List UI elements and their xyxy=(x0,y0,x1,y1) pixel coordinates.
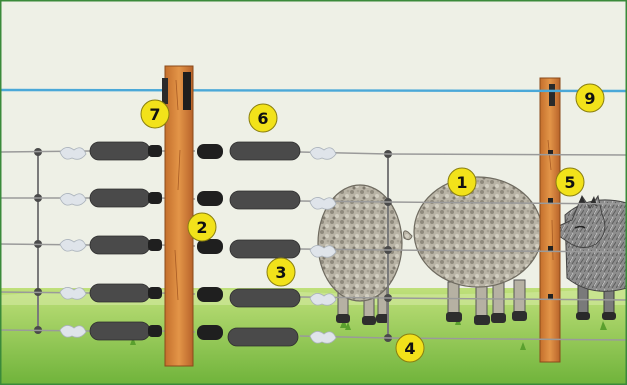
marker-7: 7 xyxy=(140,99,170,129)
right-fence-post xyxy=(539,77,561,363)
left-insulators xyxy=(59,141,162,341)
marker-4-label: 4 xyxy=(404,339,415,358)
marker-9-label: 9 xyxy=(584,89,595,108)
marker-2: 2 xyxy=(187,212,217,242)
marker-1-label: 1 xyxy=(456,173,467,192)
marker-7-label: 7 xyxy=(149,105,160,124)
marker-5-label: 5 xyxy=(564,173,575,192)
wolf xyxy=(548,194,627,320)
marker-3-label: 3 xyxy=(275,263,286,282)
sheep-back xyxy=(317,184,403,325)
marker-6-label: 6 xyxy=(257,109,268,128)
marker-6: 6 xyxy=(248,103,278,133)
main-fence-post xyxy=(162,65,194,367)
right-insulators xyxy=(197,141,337,347)
sheep-front xyxy=(403,176,543,325)
marker-1: 1 xyxy=(447,167,477,197)
marker-5: 5 xyxy=(555,167,585,197)
grass-tufts xyxy=(130,316,607,350)
top-wire xyxy=(0,88,627,93)
marker-3: 3 xyxy=(266,257,296,287)
marker-9: 9 xyxy=(575,83,605,113)
marker-2-label: 2 xyxy=(196,218,207,237)
marker-4: 4 xyxy=(395,333,425,363)
